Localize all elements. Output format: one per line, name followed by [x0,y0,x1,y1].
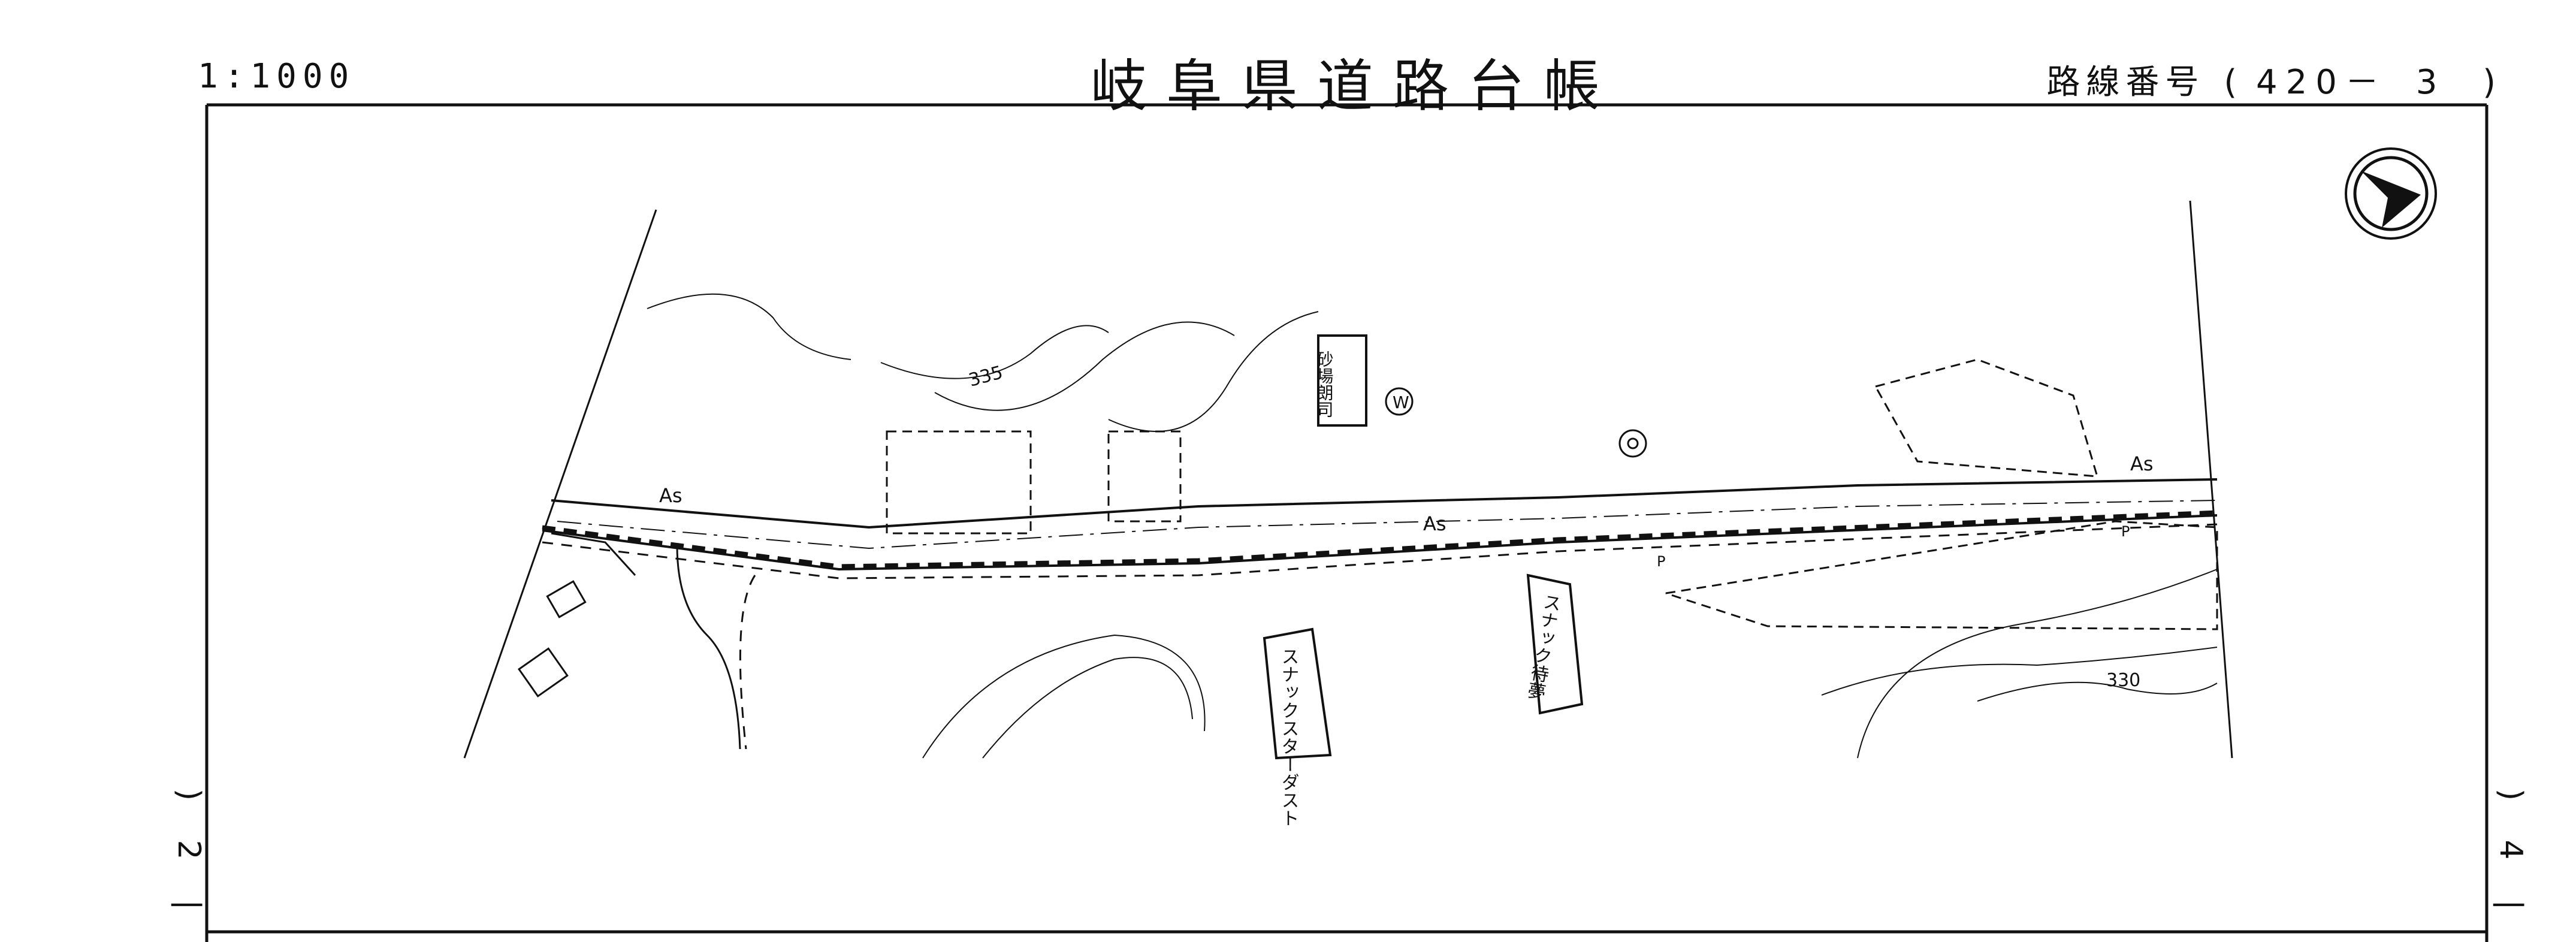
parking-icon: P [2121,523,2130,540]
north-arrow-icon [2345,147,2437,240]
survey-boundary-left [463,209,657,759]
side-road-west-edge [739,575,756,750]
building-small-west [546,580,587,618]
pavement-label-east: As [2130,452,2154,475]
circle-feature-center-icon [1627,437,1639,449]
road [542,478,2218,750]
building-label-machiyume: スナック待夢 [1523,591,1563,702]
parking-icon: P [1657,553,1665,570]
map-scale: 1:1000 [198,57,355,96]
curb-line [542,510,2218,569]
road-edge-north [551,478,2218,529]
building-label-sunagomi: 砂場朗司 [1315,351,1334,418]
circle-feature-icon [1618,429,1647,458]
contour-label-335: 335 [967,362,1005,391]
lot-dashed-northeast [1874,358,2099,478]
building-label-stardust: スナックスターダスト [1278,647,1299,827]
road-edge-south [542,514,2218,571]
building-sunagomi [1317,334,1367,427]
pavement-label-center: As [1423,512,1446,535]
buildings [517,334,2218,760]
side-road-curve [551,532,636,576]
page-title: 岐阜県道路台帳 [1091,54,1620,119]
well-icon: W [1385,387,1414,416]
pavement-label-west: As [659,484,682,507]
building-machiyume [1526,573,1584,715]
lot-dashed-2 [1107,430,1182,523]
svg-text:W: W [1393,393,1409,412]
contour-lines [647,293,2218,759]
building-small-southwest [517,647,569,698]
sheet-number: 3 [2415,63,2446,102]
route-number-value: 420－ [2255,63,2387,102]
route-number-label: 路線番号 [2046,63,2205,102]
building-stardust [1263,627,1332,760]
lot-dashed-1 [886,430,1032,535]
sidewalk-edge [542,523,2218,579]
route-number: 路線番号 ( 420－ 3 ) [2047,55,2505,104]
route-open-paren: ( [2224,63,2237,102]
parking-lot [1665,520,2218,630]
route-close-paren: ) [2483,63,2496,102]
side-road-west [676,545,741,750]
contour-label-330: 330 [2106,670,2140,691]
road-centerline [557,500,2218,550]
